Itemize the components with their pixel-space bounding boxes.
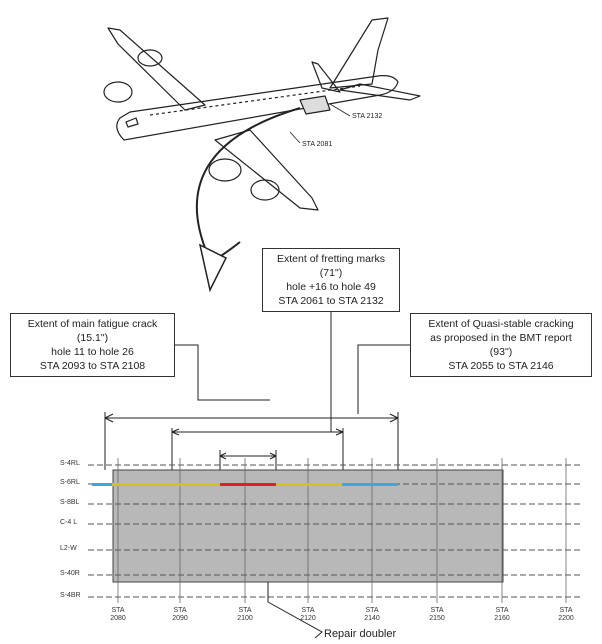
row-label: S-4BR (60, 592, 81, 599)
quasi-line-2: as proposed in the BMT report (430, 332, 572, 344)
fretting-line-3: hole +16 to hole 49 (286, 281, 376, 293)
fatigue-line-4: STA 2093 to STA 2108 (39, 360, 146, 372)
sta-2132-label: STA 2132 (352, 113, 382, 120)
fatigue-line-3: hole 11 to hole 26 (51, 346, 134, 358)
fuselage (116, 75, 399, 141)
fretting-callout: Extent of fretting marks (71") hole +16 … (262, 248, 400, 312)
quasi-line-4: STA 2055 to STA 2146 (448, 360, 554, 372)
row-label: L2-W (60, 545, 77, 552)
quasi-band-left (92, 483, 112, 486)
cockpit-windows (125, 117, 139, 128)
horizontal-stabilizer (339, 83, 421, 101)
fretting-band (112, 483, 342, 486)
vertical-tail (329, 17, 389, 89)
zoom-arrow (195, 107, 301, 261)
repair-doubler-label: Repair doubler (324, 628, 397, 640)
fretting-line-2: (71") (319, 267, 343, 279)
fretting-line-4: STA 2061 to STA 2132 (278, 295, 384, 307)
repair-doubler-patch (112, 469, 504, 583)
row-label: S-40R (60, 570, 80, 577)
fatigue-line-1: Extent of main fatigue crack (27, 318, 158, 330)
quasi-stable-callout: Extent of Quasi-stable cracking as propo… (410, 313, 592, 377)
row-label: S-6RL (60, 479, 80, 486)
quasi-band-right (342, 483, 398, 486)
aircraft-illustration: STA 2132 STA 2081 (103, 17, 421, 293)
quasi-line-1: Extent of Quasi-stable cracking (428, 318, 574, 330)
wing-far (107, 27, 206, 111)
fretting-line-1: Extent of fretting marks (277, 253, 385, 265)
row-label: C-4 L (60, 519, 78, 526)
row-label: S-8BL (60, 499, 80, 506)
sta-2081-label: STA 2081 (302, 141, 332, 148)
row-label: S-4RL (60, 460, 80, 467)
quasi-line-3: (93") (489, 346, 513, 358)
fatigue-callout: Extent of main fatigue crack (15.1") hol… (10, 313, 175, 377)
crack-band (220, 483, 276, 486)
fatigue-line-2: (15.1") (76, 332, 109, 344)
